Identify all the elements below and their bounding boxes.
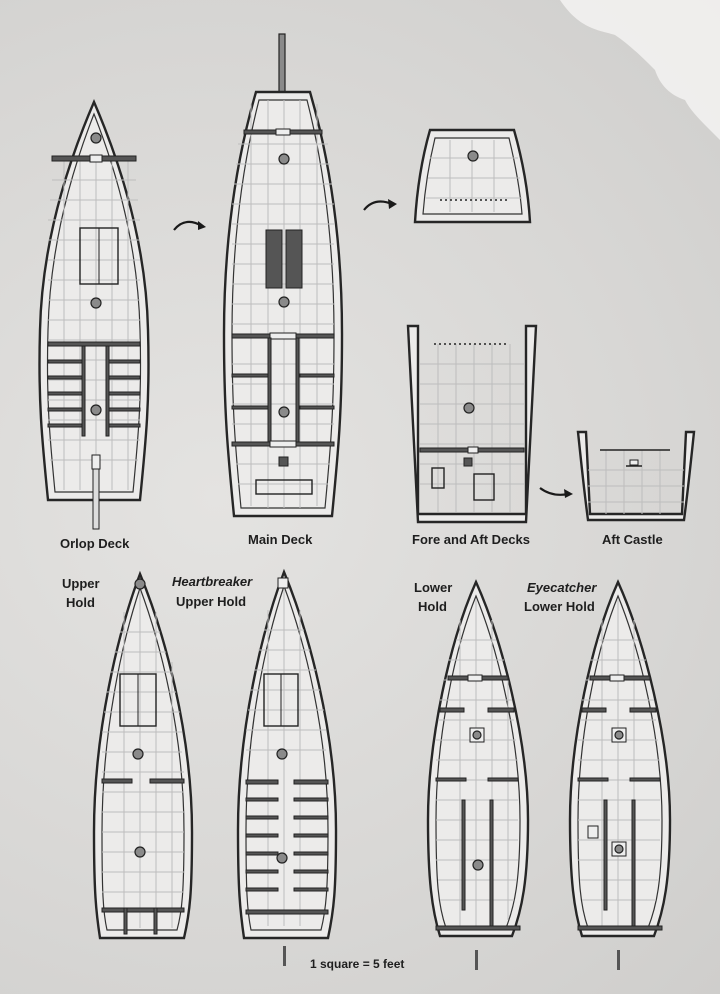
map-label-fore-and-aft-decks: Fore and Aft Decks: [412, 532, 530, 547]
map-label-upper-hold-1: Upper: [62, 576, 100, 591]
aft-deck-map: [406, 324, 538, 524]
upper-hold-map: [92, 570, 194, 940]
scale-note: 1 square = 5 feet: [310, 957, 405, 971]
map-label-eyecatcher-2: Lower Hold: [524, 599, 595, 614]
map-label-main-deck: Main Deck: [248, 532, 313, 547]
heartbreaker-upper-hold-map: [236, 568, 338, 966]
map-label-aft-castle: Aft Castle: [602, 532, 663, 547]
curved-arrow-icon: [363, 199, 397, 211]
map-label-lower-hold-2: Hold: [418, 599, 447, 614]
map-label-heartbreaker-2: Upper Hold: [176, 594, 247, 609]
map-label-upper-hold-2: Hold: [66, 595, 95, 610]
map-label-heartbreaker-1: Heartbreaker: [172, 574, 253, 589]
fore-deck-map: [413, 128, 532, 224]
orlop-deck-map: [38, 98, 150, 530]
aft-castle-map: [576, 430, 696, 522]
eyecatcher-lower-hold-map: [568, 579, 672, 970]
map-label-lower-hold-1: Lower: [414, 580, 453, 595]
map-label-eyecatcher-1: Eyecatcher: [527, 580, 597, 595]
main-deck-map: [222, 33, 344, 518]
map-label-orlop-deck: Orlop Deck: [60, 536, 130, 551]
curved-arrow-icon: [539, 487, 573, 498]
lower-hold-map: [426, 579, 530, 970]
curved-arrow-icon: [173, 220, 206, 231]
paper-stain: [560, 0, 720, 140]
